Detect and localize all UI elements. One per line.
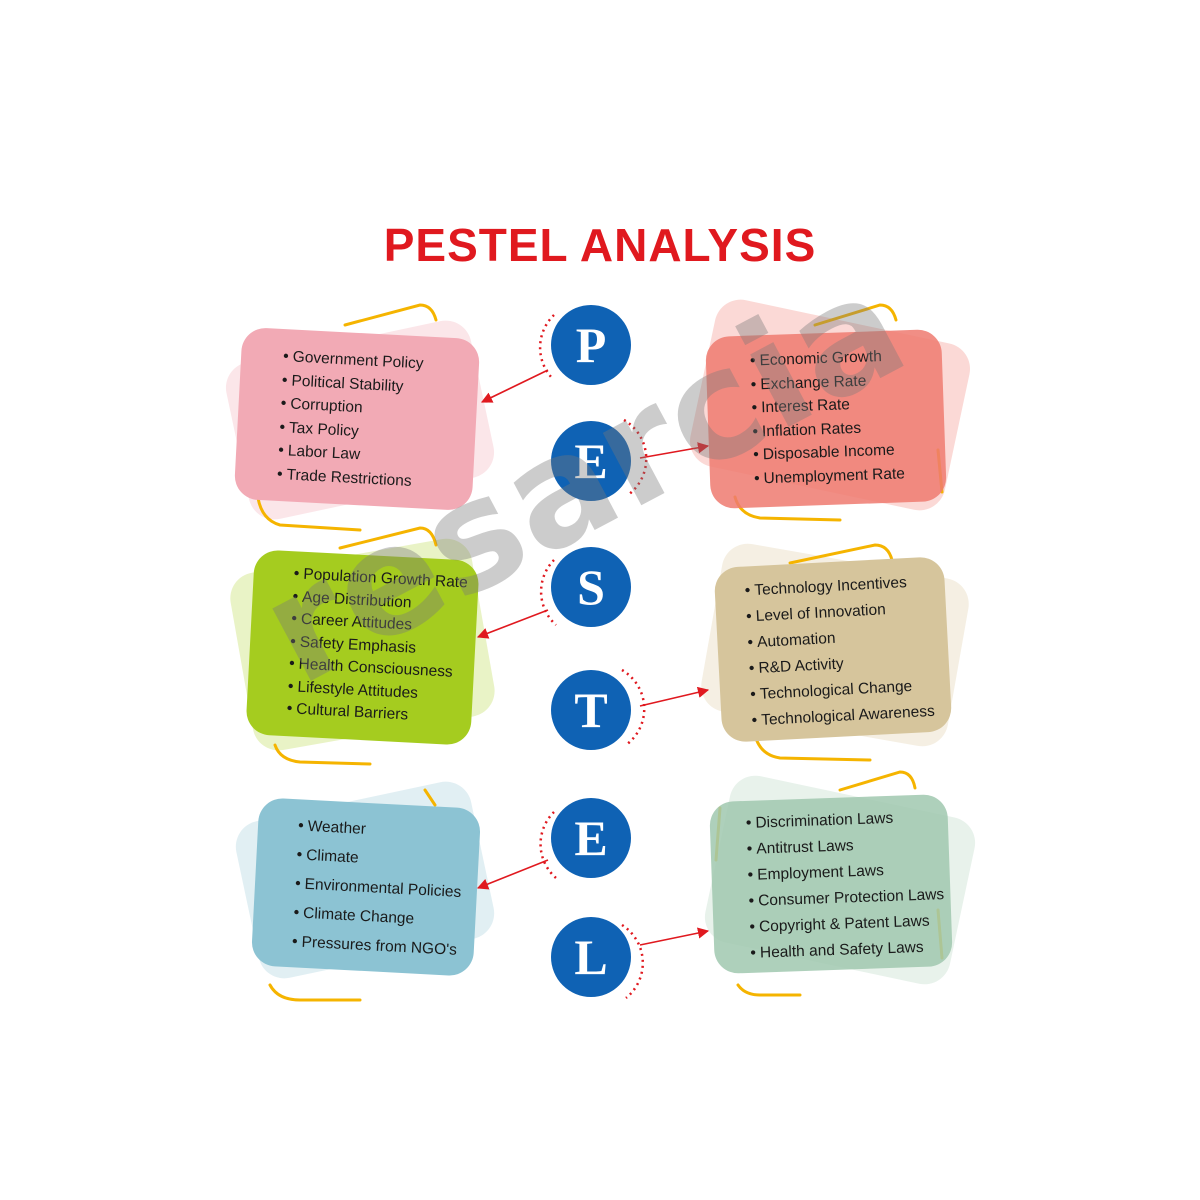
political-box: Government Policy Political Stability Co… bbox=[233, 326, 481, 512]
factor-circle-legal: L bbox=[551, 917, 631, 997]
economic-box: Economic Growth Exchange Rate Interest R… bbox=[705, 328, 947, 510]
economic-list: Economic Growth Exchange Rate Interest R… bbox=[750, 343, 947, 491]
environmental-box: Weather Climate Environmental Policies C… bbox=[250, 797, 482, 977]
legal-box: Discrimination Laws Antitrust Laws Emplo… bbox=[709, 793, 953, 975]
factor-circle-social: S bbox=[551, 547, 631, 627]
technological-list: Technology Incentives Level of Innovatio… bbox=[744, 568, 952, 734]
environmental-list: Weather Climate Environmental Policies C… bbox=[291, 811, 480, 965]
arrow-e2 bbox=[476, 859, 549, 890]
technological-box: Technology Incentives Level of Innovatio… bbox=[713, 556, 953, 743]
diagram-title: PESTEL ANALYSIS bbox=[383, 219, 817, 271]
social-box: Population Growth Rate Age Distribution … bbox=[245, 549, 480, 746]
dotted-arcs bbox=[538, 314, 648, 999]
factor-circle-technological: T bbox=[551, 670, 631, 750]
political-list: Government Policy Political Stability Co… bbox=[276, 345, 479, 496]
arrow-s bbox=[476, 609, 549, 639]
social-list: Population Growth Rate Age Distribution … bbox=[286, 563, 479, 730]
arrow-t bbox=[639, 686, 710, 707]
factor-circle-political: P bbox=[551, 305, 631, 385]
factor-circle-economic: E bbox=[551, 421, 631, 501]
arrow-l bbox=[639, 927, 710, 946]
legal-list: Discrimination Laws Antitrust Laws Emplo… bbox=[745, 804, 952, 967]
factor-circle-environmental: E bbox=[551, 798, 631, 878]
arrow-e bbox=[639, 442, 710, 459]
arrow-p bbox=[480, 369, 549, 403]
